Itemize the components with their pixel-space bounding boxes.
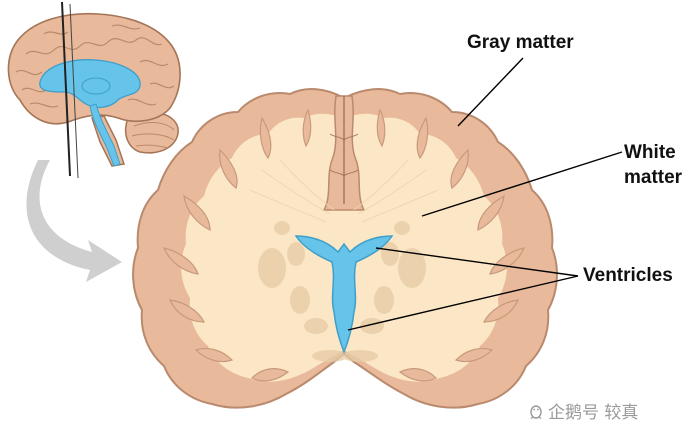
- label-white-matter-line1: White: [624, 142, 676, 163]
- leader-line-gray-matter: [457, 57, 524, 127]
- leader-line-white-matter: [421, 151, 623, 217]
- lateral-brain-inset: [7, 1, 181, 179]
- label-ventricles: Ventricles: [583, 265, 673, 286]
- label-white-matter-line2: matter: [624, 167, 683, 188]
- label-gray-matter: Gray matter: [467, 32, 574, 53]
- watermark: 企鹅号 较真: [528, 398, 638, 423]
- watermark-text: 企鹅号 较真: [548, 403, 639, 423]
- ventricles: [294, 235, 394, 355]
- curved-arrow: [26, 160, 122, 282]
- leader-line-ventricles-lower: [347, 275, 579, 331]
- label-white-matter: White matter: [624, 140, 682, 190]
- coronal-section: [132, 88, 558, 409]
- section-plane: [61, 1, 71, 177]
- penguin-logo-icon: [530, 404, 542, 419]
- leader-lines: [347, 57, 623, 331]
- leader-line-ventricles-upper: [375, 247, 579, 277]
